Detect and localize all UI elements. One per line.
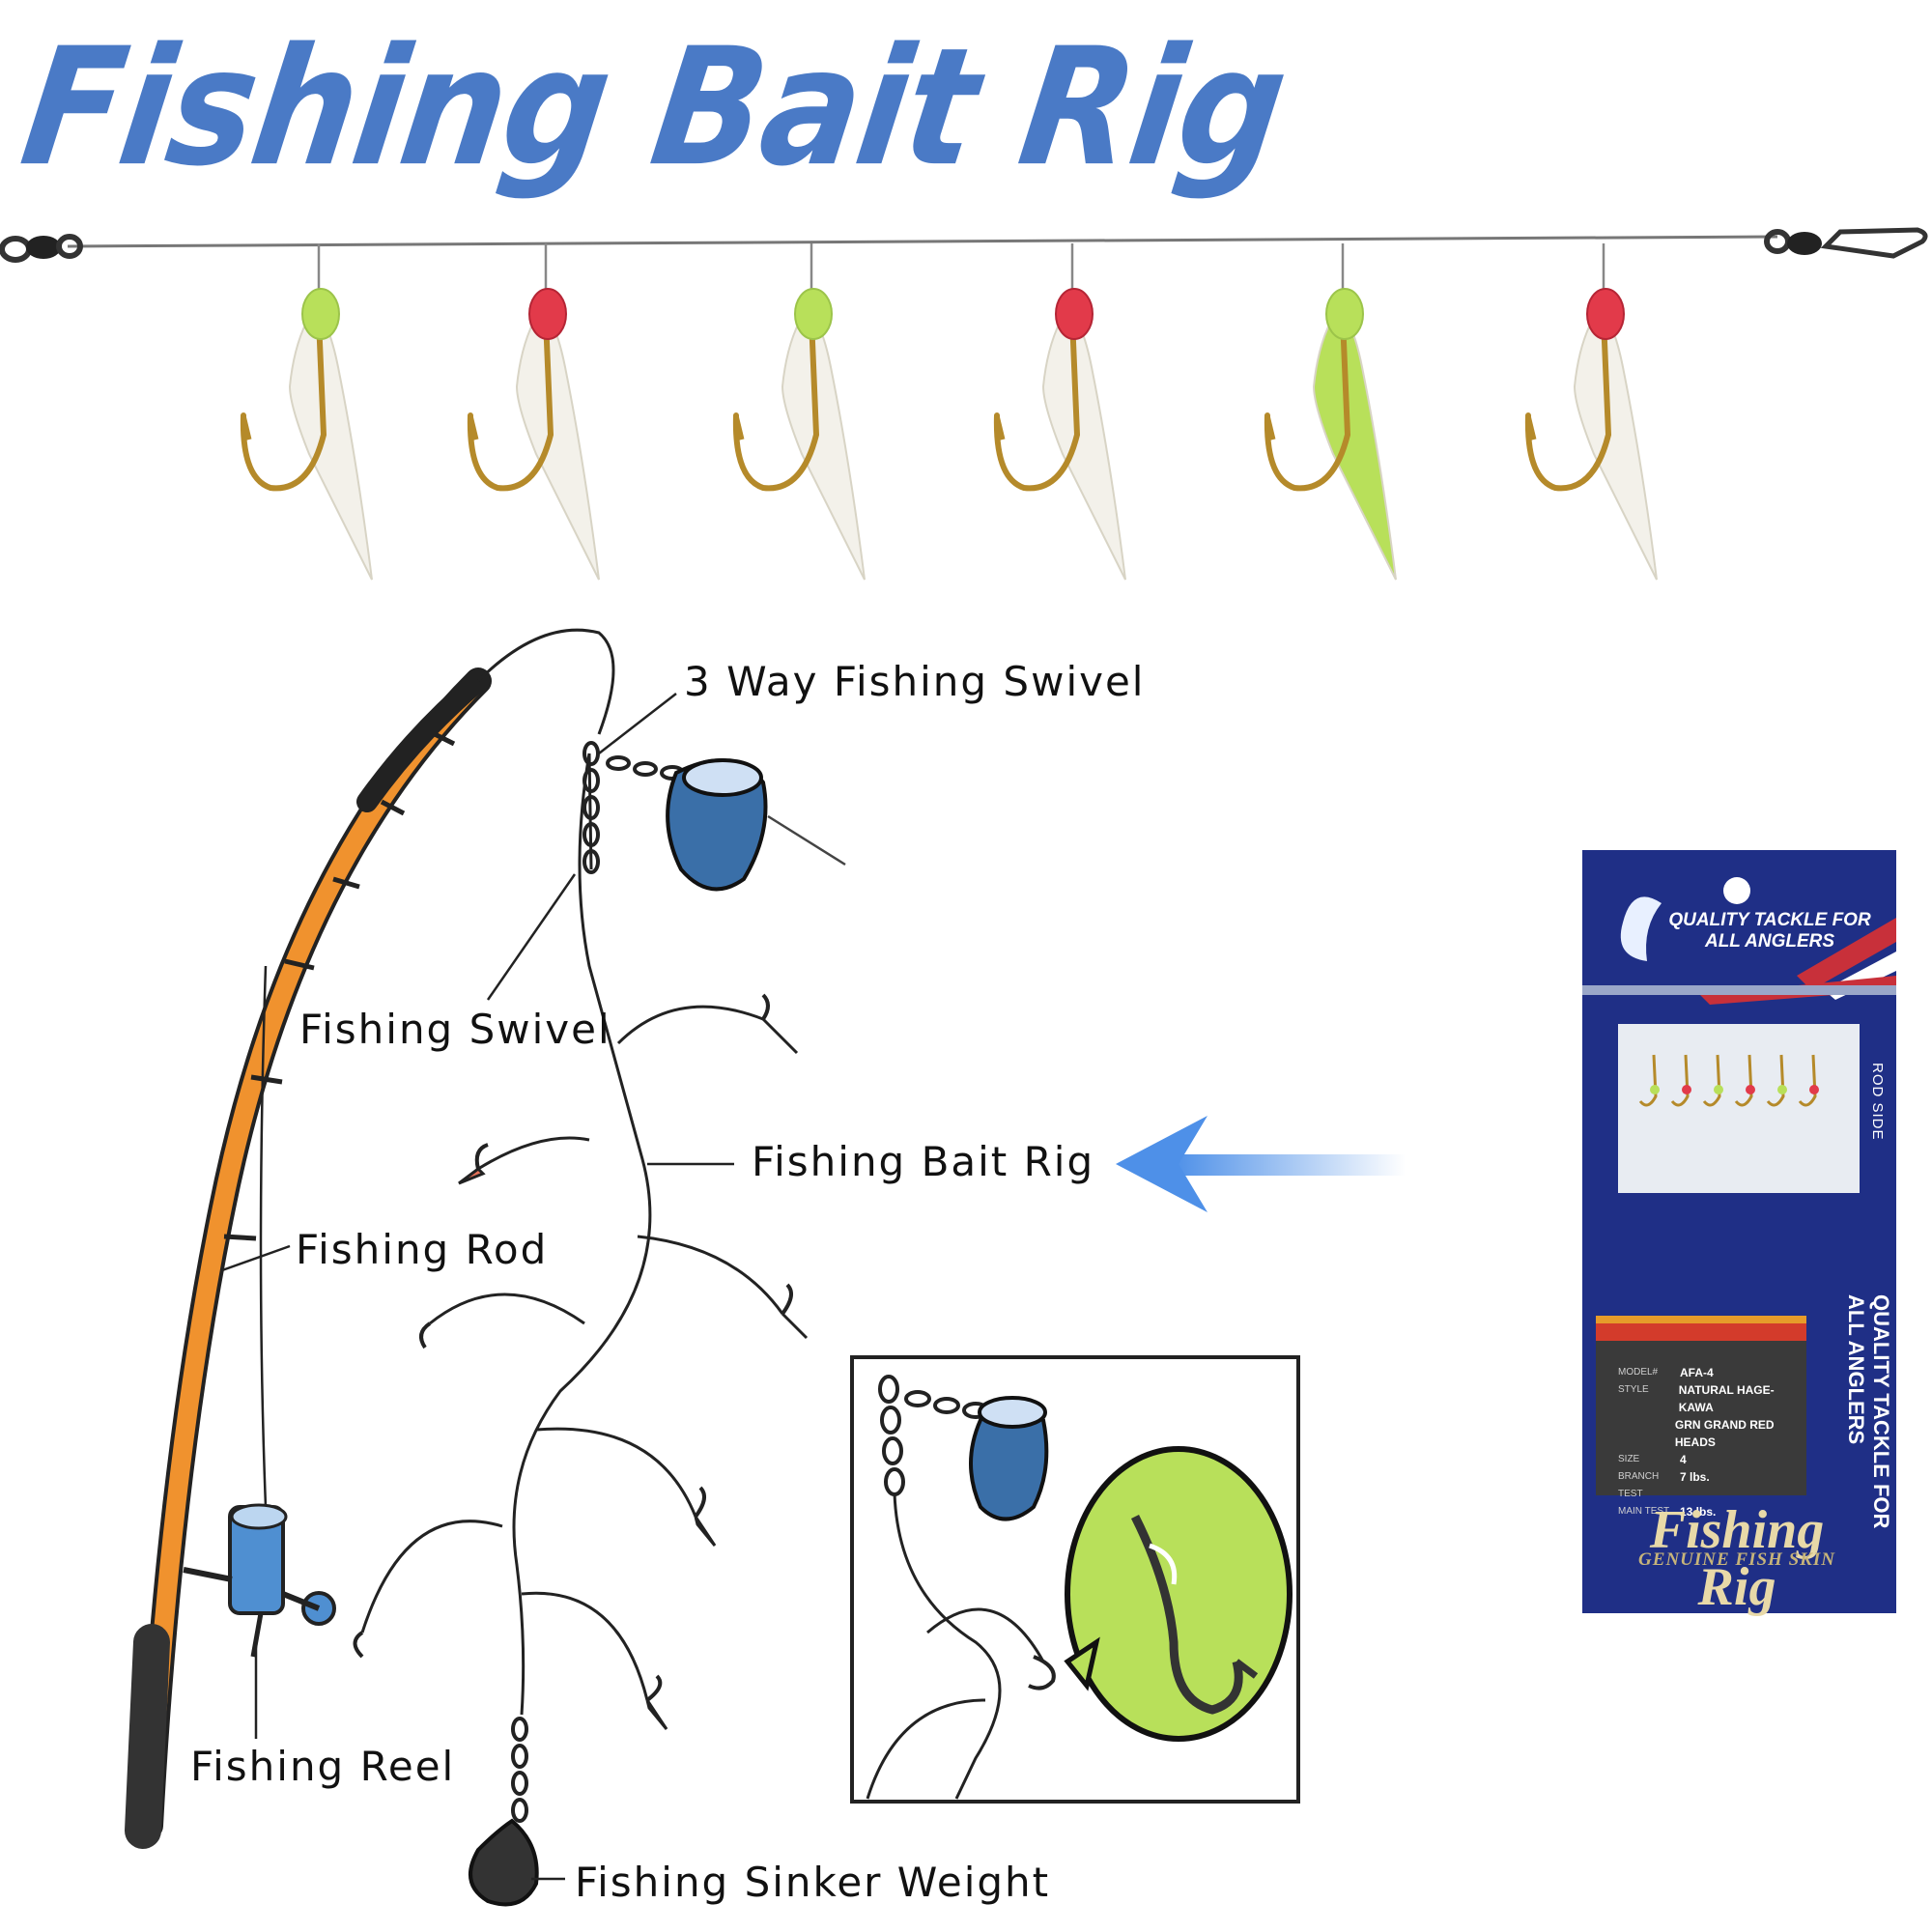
sinker-weight — [469, 1717, 539, 1907]
package-hook-icon — [1798, 1054, 1819, 1107]
hang-hole — [1723, 877, 1750, 904]
inset-detail — [850, 1355, 1300, 1804]
package-brand-sub: GENUINE FISH SKIN — [1638, 1549, 1835, 1570]
rig-hook — [732, 243, 866, 581]
package-vertical-tagline: QUALITY TACKLE FOR ALL ANGLERS — [1843, 1294, 1893, 1528]
spec-key: MODEL# — [1618, 1367, 1659, 1378]
package-window — [1618, 1024, 1860, 1193]
fishing-rod — [125, 628, 615, 1849]
spec-row: BRANCH TEST 7 lbs. — [1618, 1468, 1806, 1503]
label-fishing-sinker-weight: Fishing Sinker Weight — [575, 1859, 1051, 1906]
spec-row: MODEL# AFA-4 — [1618, 1364, 1806, 1381]
spec-key: BRANCH TEST — [1618, 1471, 1660, 1499]
rig-package — [1582, 850, 1896, 1613]
spec-value: NATURAL HAGE-KAWA — [1678, 1383, 1775, 1414]
package-hooks — [1638, 1054, 1819, 1107]
right-snap-swivel — [1764, 227, 1928, 259]
rod-handle — [125, 1624, 170, 1849]
spec-panel — [1596, 1341, 1806, 1495]
main-line — [67, 235, 1778, 248]
spec-value: GRN GRAND RED HEADS — [1674, 1418, 1775, 1449]
package-brand-word2: Rig — [1697, 1557, 1776, 1617]
package-side-right: ROD SIDE — [1869, 1063, 1886, 1141]
spec-row: MAIN TEST 13 lbs. — [1618, 1503, 1806, 1520]
pointer-arrow — [1116, 1116, 1406, 1212]
package-vertical-tagline-1: QUALITY TACKLE FOR — [1869, 1294, 1893, 1529]
package-vertical-tagline-2: ALL ANGLERS — [1844, 1294, 1868, 1445]
label-fishing-swivel: Fishing Swivel — [299, 1006, 611, 1053]
package-side-left: SINKER — [1568, 1101, 1584, 1161]
branch-lure-tips — [458, 1017, 809, 1730]
spec-key: SIZE — [1618, 1454, 1640, 1464]
label-fishing-bait-rig: Fishing Bait Rig — [752, 1138, 1095, 1185]
rig-hooks — [240, 243, 1658, 581]
package-header-line2: ALL ANGLERS — [1704, 931, 1835, 952]
package-hook-icon — [1766, 1054, 1787, 1107]
spec-value: 7 lbs. — [1680, 1470, 1710, 1484]
label-three-way-swivel: 3 Way Fishing Swivel — [684, 658, 1146, 705]
spec-key: MAIN TEST — [1618, 1506, 1670, 1517]
rig-hook — [1524, 243, 1658, 581]
rod-blank — [140, 671, 488, 1835]
package-hook-icon — [1638, 1054, 1660, 1107]
package-hook-icon — [1734, 1054, 1755, 1107]
label-fishing-rod: Fishing Rod — [296, 1226, 549, 1273]
spec-key: STYLE — [1618, 1384, 1649, 1395]
rig-hook — [1264, 243, 1397, 581]
bait-net — [666, 758, 846, 892]
rig-hook — [467, 243, 600, 581]
package-header-line1: QUALITY TACKLE FOR — [1668, 910, 1871, 930]
rig-hook — [240, 243, 373, 581]
top-rig-photo — [0, 227, 1928, 581]
three-way-swivel — [582, 741, 685, 874]
spec-key — [1618, 1416, 1675, 1451]
magnified-hook-bubble — [1065, 1446, 1293, 1742]
branch-hooks — [360, 1005, 784, 1701]
package-hook-icon — [1702, 1054, 1723, 1107]
marlin-logo-icon — [1620, 896, 1662, 961]
spec-row: GRN GRAND RED HEADS — [1618, 1416, 1806, 1451]
package-header-text: QUALITY TACKLE FOR ALL ANGLERS — [1654, 910, 1886, 952]
label-fishing-reel: Fishing Reel — [190, 1743, 456, 1790]
left-swivel — [0, 234, 83, 263]
leader-lines — [221, 693, 734, 1881]
branch-hook-bends — [353, 993, 793, 1702]
spec-row: STYLE NATURAL HAGE-KAWA — [1618, 1381, 1806, 1416]
spec-value: 4 — [1680, 1453, 1687, 1466]
spec-row: SIZE 4 — [1618, 1451, 1806, 1468]
spec-value: 13 lbs. — [1680, 1505, 1717, 1519]
rig-hook — [993, 243, 1126, 581]
package-brand-word1: Fishing — [1649, 1500, 1825, 1560]
rod-guides — [223, 731, 456, 1241]
spec-value: AFA-4 — [1680, 1366, 1714, 1379]
package-hook-icon — [1670, 1054, 1691, 1107]
fishing-reel — [183, 1503, 336, 1658]
package-brand: Fishing GENUINE FISH SKIN Rig — [1592, 1502, 1882, 1614]
